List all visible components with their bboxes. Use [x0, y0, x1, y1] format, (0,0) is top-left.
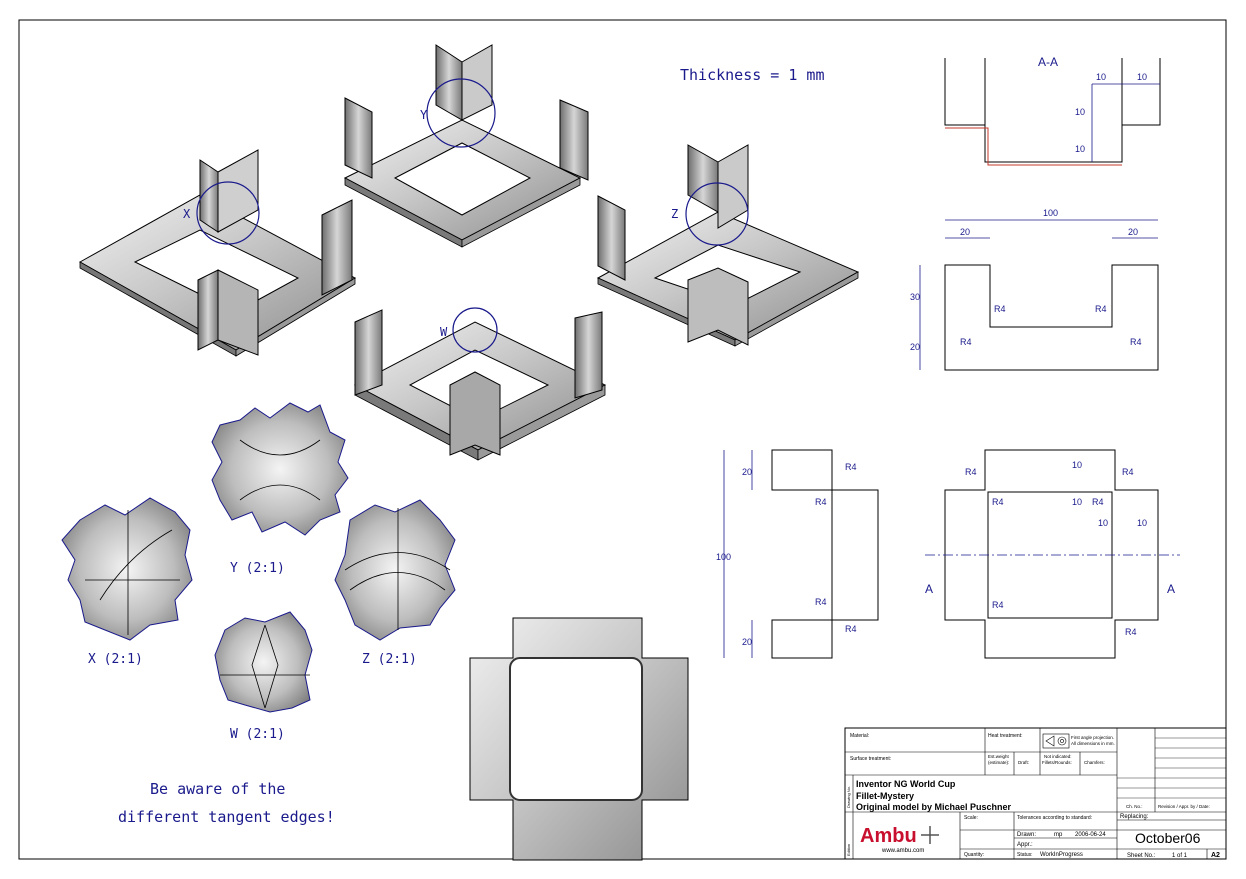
- top-r4-a: R4: [965, 467, 977, 477]
- callout-circle-y: [426, 78, 496, 148]
- iso-view-w: W: [353, 307, 607, 461]
- tb-chamfers: Chamfers:: [1084, 760, 1105, 765]
- tb-weight: Est.weight: [988, 754, 1010, 759]
- tb-drawn: Drawn:: [1017, 832, 1036, 838]
- top-r4-e: R4: [992, 600, 1004, 610]
- tb-scale: Scale:: [964, 815, 978, 821]
- top-dim-b: 10: [1072, 497, 1082, 507]
- tb-drawn-date: 2006-06-24: [1075, 832, 1106, 838]
- iso-view-x: X: [78, 149, 357, 357]
- tb-title-line-3: Original model by Michael Puschner: [856, 802, 1012, 812]
- tb-title-line-1: Inventor NG World Cup: [856, 779, 956, 789]
- cut-label-right: A: [1167, 582, 1175, 596]
- tb-status-value: WorkInProgress: [1040, 852, 1083, 858]
- callout-label-x: X: [183, 207, 191, 221]
- callout-circle-w: [452, 307, 498, 353]
- side-r4-c: R4: [815, 597, 827, 607]
- front-dim-20-r: 20: [1128, 227, 1138, 237]
- thickness-note: Thickness = 1 mm: [680, 66, 825, 84]
- top-dim-c: 10: [1098, 518, 1108, 528]
- detail-x: X (2:1): [61, 497, 193, 667]
- side-r4-a: R4: [845, 462, 857, 472]
- tb-projection: First angle projection.: [1071, 735, 1114, 740]
- callout-circle-x: [196, 181, 260, 245]
- tb-drawn-by: mp: [1054, 832, 1063, 838]
- detail-z: Z (2:1): [334, 499, 456, 667]
- tb-side-text-1: Drawing No.: [846, 786, 851, 808]
- top-dim-d: 10: [1137, 518, 1147, 528]
- iso-view-y: Y: [343, 44, 589, 248]
- detail-label-z: Z (2:1): [362, 652, 417, 667]
- top-r4-d: R4: [1092, 497, 1104, 507]
- detail-label-w: W (2:1): [230, 727, 285, 742]
- top-r4-f: R4: [1125, 627, 1137, 637]
- tb-revision: Revision / Appr. by / Date:: [1158, 804, 1210, 809]
- section-a-a: A-A 10 10 10 10: [944, 55, 1161, 166]
- warning-line-2: different tangent edges!: [118, 808, 335, 826]
- tb-appr: Appr.:: [1017, 842, 1033, 848]
- detail-label-x: X (2:1): [88, 652, 143, 667]
- tb-sheet-no: Sheet No.:: [1127, 853, 1156, 859]
- tb-replacing: Replacing:: [1120, 814, 1149, 820]
- section-title: A-A: [1038, 55, 1058, 69]
- callout-label-z: Z: [671, 207, 678, 221]
- ambu-logo: Ambu: [860, 825, 917, 847]
- callout-circle-z: [685, 182, 749, 246]
- tb-surface: Surface treatment:: [850, 756, 891, 762]
- tb-title-line-2: Fillet-Mystery: [856, 791, 914, 801]
- detail-w: W (2:1): [214, 611, 313, 742]
- sec-dim-b: 10: [1137, 72, 1147, 82]
- tb-quantity: Quantity:: [964, 852, 984, 858]
- sec-dim-d: 10: [1075, 144, 1085, 154]
- title-block: Material: Heat treatment: First angle pr…: [844, 727, 1227, 860]
- side-dim-20-t: 20: [742, 467, 752, 477]
- callout-label-y: Y: [420, 108, 428, 122]
- tb-fillets: Fillets/Rounds:: [1042, 760, 1072, 765]
- tb-side-text-2: Edition: [846, 844, 851, 856]
- tb-material: Material:: [850, 733, 869, 739]
- tb-dim-mm: All dimensions in mm.: [1071, 741, 1115, 746]
- tb-weight-2: (estimate):: [988, 760, 1009, 765]
- top-dim-a: 10: [1072, 460, 1082, 470]
- front-dim-20-l: 20: [960, 227, 970, 237]
- front-r4-a: R4: [994, 304, 1006, 314]
- ambu-website: www.ambu.com: [881, 848, 924, 854]
- tb-draft: Draft:: [1018, 760, 1029, 765]
- iso-view-z: Z: [596, 144, 860, 347]
- sec-dim-a: 10: [1096, 72, 1106, 82]
- front-view: 100 20 20 30 20 R4 R4 R4 R4: [910, 208, 1159, 371]
- sec-dim-c: 10: [1075, 107, 1085, 117]
- front-r4-d: R4: [1130, 337, 1142, 347]
- tb-size: A2: [1211, 852, 1220, 859]
- tb-heat: Heat treatment:: [988, 733, 1022, 739]
- side-r4-d: R4: [845, 624, 857, 634]
- detail-y: Y (2:1): [211, 402, 349, 576]
- front-dim-30: 30: [910, 292, 920, 302]
- tb-ch-no: Ch. No.:: [1126, 804, 1143, 809]
- warning-line-1: Be aware of the: [150, 780, 285, 798]
- projection-symbol-icon: [1042, 733, 1070, 749]
- side-dim-20-b: 20: [742, 637, 752, 647]
- tb-not-indicated: Not indicated:: [1044, 754, 1072, 759]
- side-view: 100 20 20 R4 R4 R4 R4: [716, 449, 879, 659]
- tb-status: Status:: [1017, 852, 1033, 858]
- ambu-cross-icon: [921, 826, 939, 844]
- tb-sheet-value: 1 of 1: [1172, 853, 1188, 859]
- front-r4-c: R4: [960, 337, 972, 347]
- tb-drawing-no: October06: [1135, 830, 1201, 846]
- side-dim-100: 100: [716, 552, 731, 562]
- front-dim-100: 100: [1043, 208, 1058, 218]
- top-r4-c: R4: [992, 497, 1004, 507]
- front-r4-b: R4: [1095, 304, 1107, 314]
- shaded-top-view: [469, 617, 689, 861]
- top-r4-b: R4: [1122, 467, 1134, 477]
- tb-tolerances: Tolerances according to standard:: [1017, 815, 1092, 821]
- side-r4-b: R4: [815, 497, 827, 507]
- front-dim-20-v: 20: [910, 342, 920, 352]
- top-view: A A 10 10 10 10 R4 R4 R4 R4 R4 R4: [925, 449, 1180, 659]
- callout-label-w: W: [440, 325, 448, 339]
- cut-label-left: A: [925, 582, 933, 596]
- detail-label-y: Y (2:1): [230, 561, 285, 576]
